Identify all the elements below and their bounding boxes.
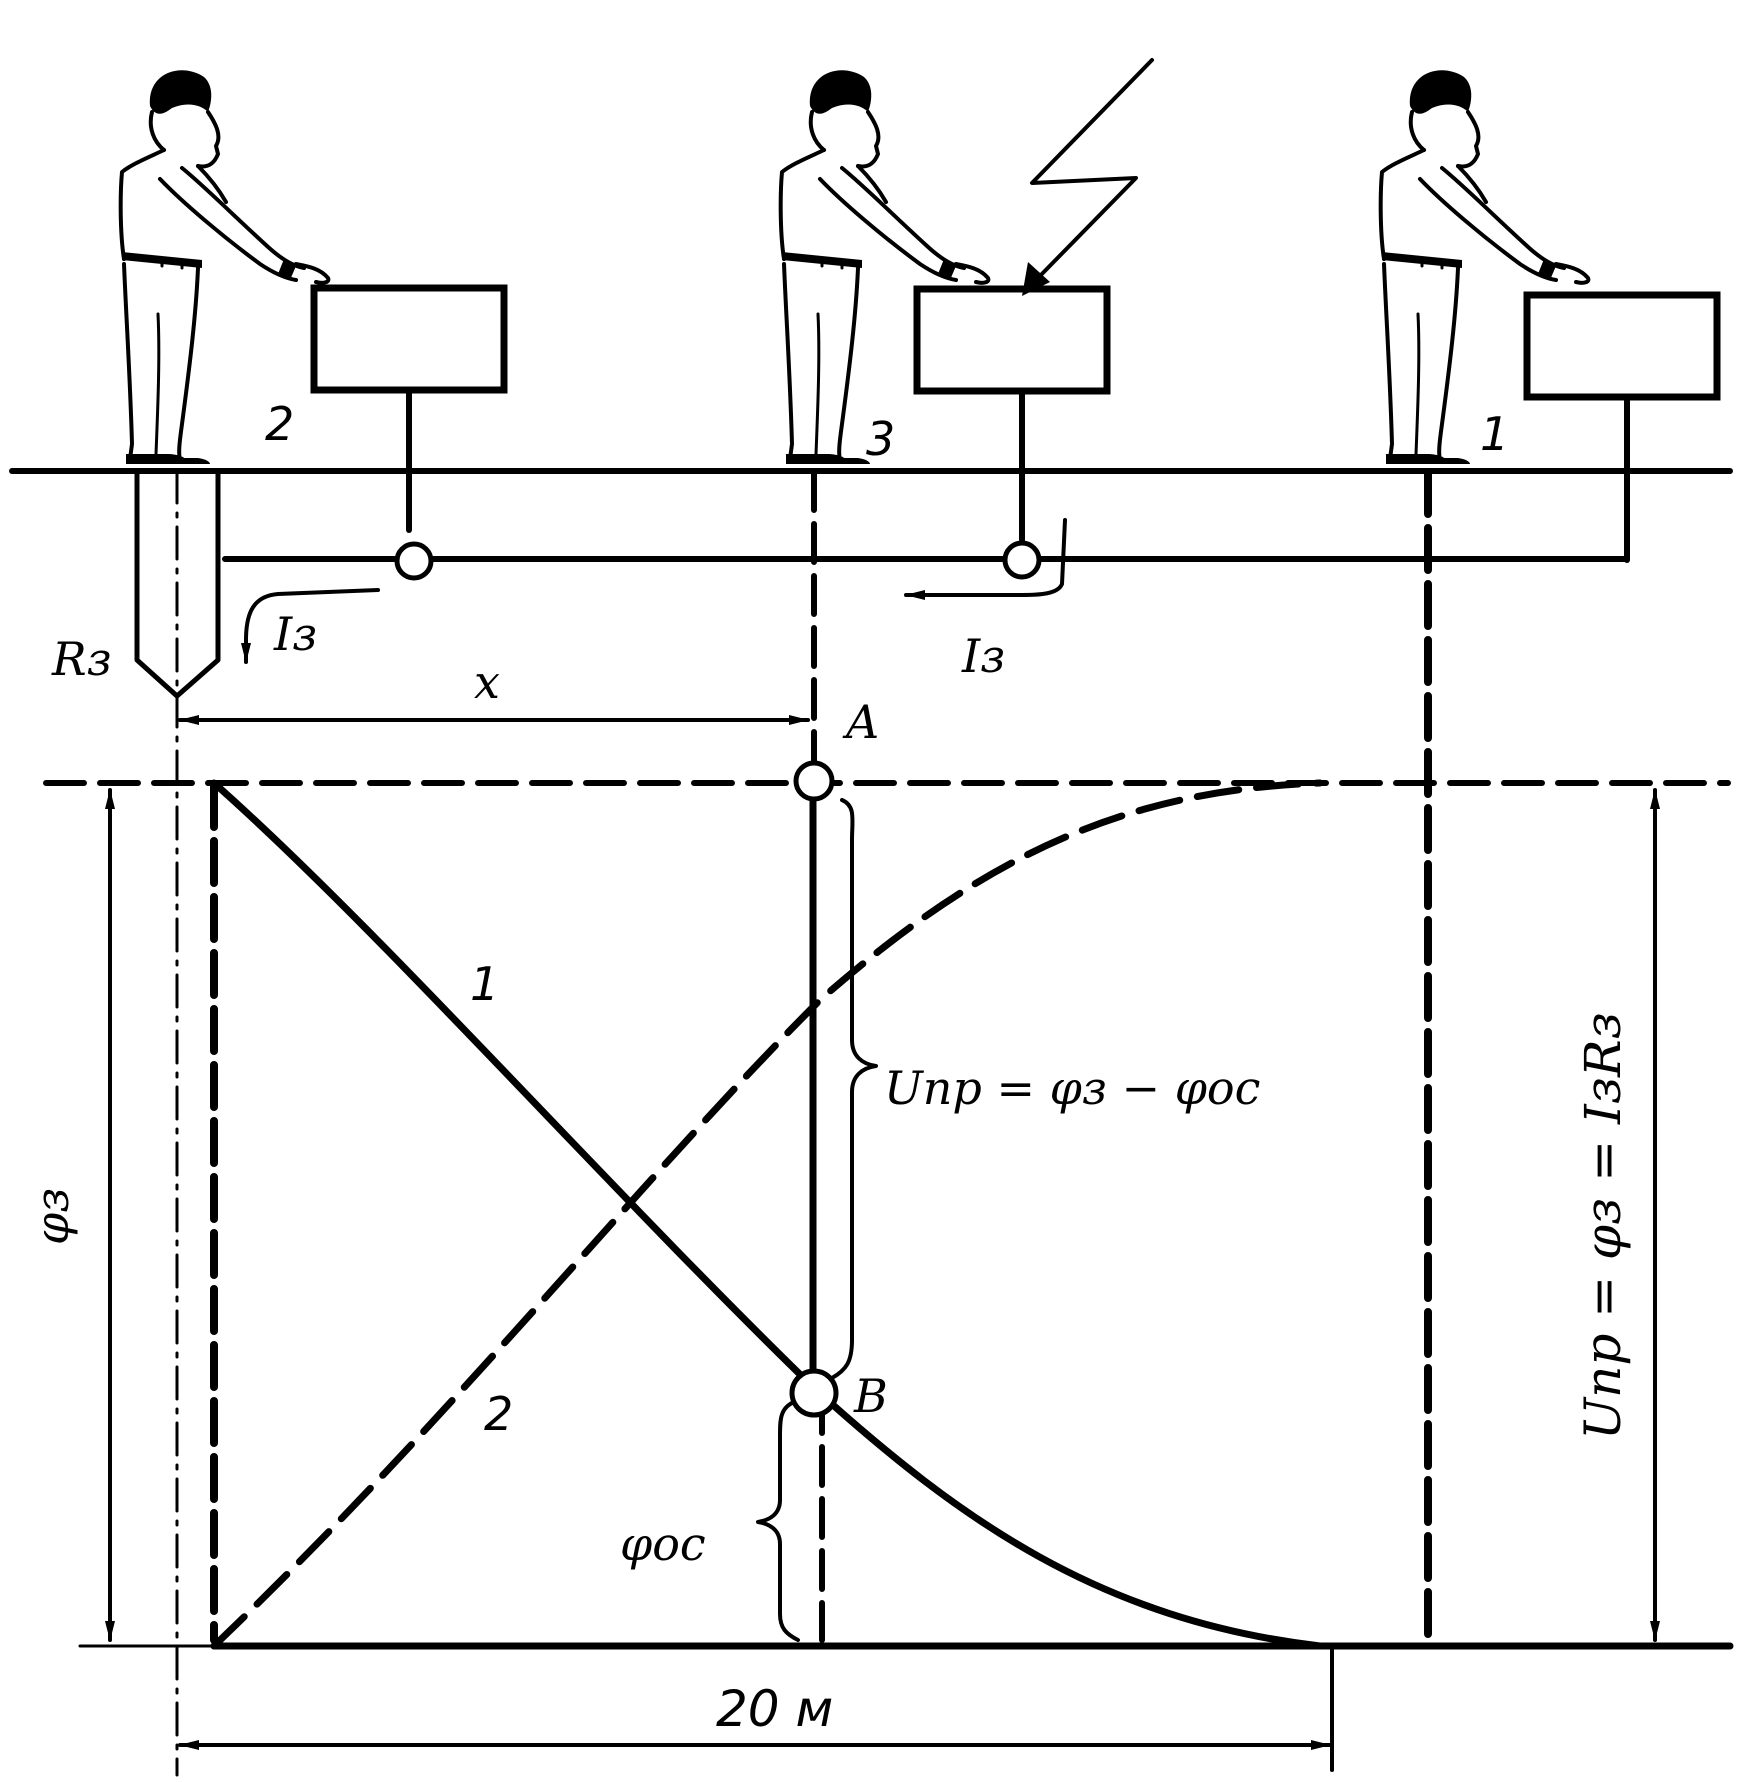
connection-node	[394, 541, 434, 581]
touch-voltage-right-label: Uпр = φз = IзRз	[1574, 1012, 1632, 1440]
distance-x-label: x	[474, 655, 500, 709]
connection-node	[1002, 540, 1042, 580]
current-arrow-right	[904, 518, 1067, 600]
phi-z-label: φз	[25, 1188, 79, 1245]
phi-os-label: φос	[620, 1517, 706, 1571]
potential-curve-1	[210, 779, 1324, 1650]
worker-2-label: 2	[265, 397, 294, 451]
point-b-label: B	[853, 1369, 888, 1423]
current-right-label: Iз	[961, 629, 1005, 683]
touch-voltage-curve-2	[210, 779, 1324, 1650]
equipment-box-icon	[1527, 295, 1717, 397]
point-b-marker	[789, 1368, 839, 1418]
equipment-box-icon	[314, 288, 504, 390]
person-icon	[778, 68, 991, 466]
worker-2: 2	[118, 68, 504, 533]
brace-u-middle	[830, 798, 878, 1380]
person-icon	[1378, 68, 1591, 466]
lightning-bolt-icon	[1022, 58, 1154, 296]
grounding-conductor	[222, 407, 1630, 562]
worker-3-label: 3	[866, 412, 895, 466]
brace-phi-os	[756, 1400, 800, 1642]
worker-1-label: 1	[1480, 407, 1509, 461]
distance-20m-label: 20 м	[716, 1680, 833, 1738]
curve-1-label: 1	[470, 957, 499, 1011]
electrode-resistance-label: Rз	[51, 632, 112, 686]
point-a-label: A	[842, 695, 879, 749]
person-icon	[118, 68, 331, 466]
current-left-label: Iз	[273, 607, 317, 661]
equipment-box-icon	[917, 289, 1107, 391]
point-a-marker	[793, 760, 835, 802]
curve-2-label: 2	[484, 1387, 513, 1441]
current-arrow-left	[241, 588, 380, 664]
worker-3: 3	[778, 68, 1107, 543]
touch-voltage-middle-label: Uпр = φз − φос	[884, 1061, 1260, 1115]
